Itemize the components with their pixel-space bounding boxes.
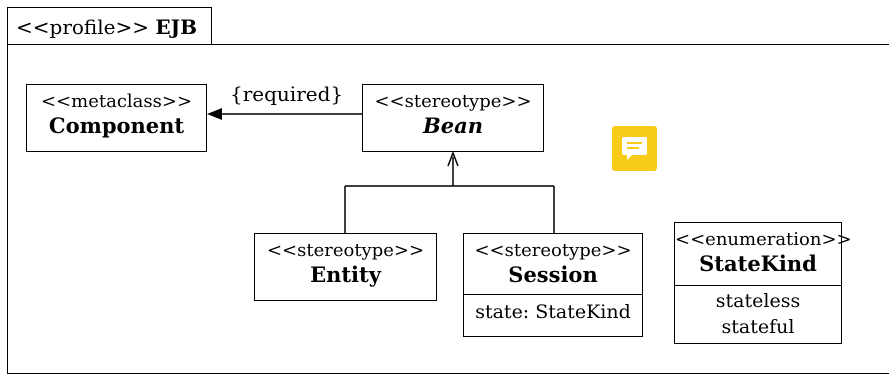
session-stereotype: <<stereotype>> bbox=[474, 240, 632, 261]
session-header: <<stereotype>> Session bbox=[464, 234, 642, 294]
generalization-arrowhead bbox=[447, 150, 459, 167]
extension-label: {required} bbox=[230, 82, 344, 106]
enum-literal: stateful bbox=[721, 316, 795, 338]
session-attribute: state: StateKind bbox=[464, 294, 642, 325]
bean-name: Bean bbox=[423, 113, 483, 138]
comment-icon[interactable] bbox=[612, 126, 657, 171]
statekind-name: StateKind bbox=[699, 251, 817, 276]
enumeration-statekind[interactable]: <<enumeration>> StateKind stateless stat… bbox=[674, 222, 852, 344]
statekind-stereotype: <<enumeration>> bbox=[675, 229, 852, 250]
metaclass-component[interactable]: <<metaclass>> Component bbox=[26, 84, 207, 152]
extension-arrowhead bbox=[207, 108, 222, 120]
enum-literal: stateless bbox=[715, 290, 801, 312]
statekind-literals: stateless stateful bbox=[675, 285, 841, 340]
stereotype-entity[interactable]: <<stereotype>> Entity bbox=[254, 233, 437, 301]
profile-tab: <<profile>> EJB bbox=[7, 7, 212, 45]
component-stereotype: <<metaclass>> bbox=[40, 91, 193, 112]
bean-stereotype: <<stereotype>> bbox=[374, 91, 532, 112]
comment-glyph bbox=[622, 137, 647, 160]
stereotype-session[interactable]: <<stereotype>> Session state: StateKind bbox=[463, 233, 643, 337]
profile-name: EJB bbox=[155, 15, 197, 39]
session-name: Session bbox=[508, 262, 598, 287]
profile-stereotype: <<profile>> bbox=[16, 15, 150, 39]
entity-name: Entity bbox=[310, 262, 381, 287]
statekind-header: <<enumeration>> StateKind bbox=[675, 223, 852, 285]
component-name: Component bbox=[48, 113, 185, 138]
entity-stereotype: <<stereotype>> bbox=[266, 240, 425, 261]
stereotype-bean[interactable]: <<stereotype>> Bean bbox=[362, 84, 544, 152]
